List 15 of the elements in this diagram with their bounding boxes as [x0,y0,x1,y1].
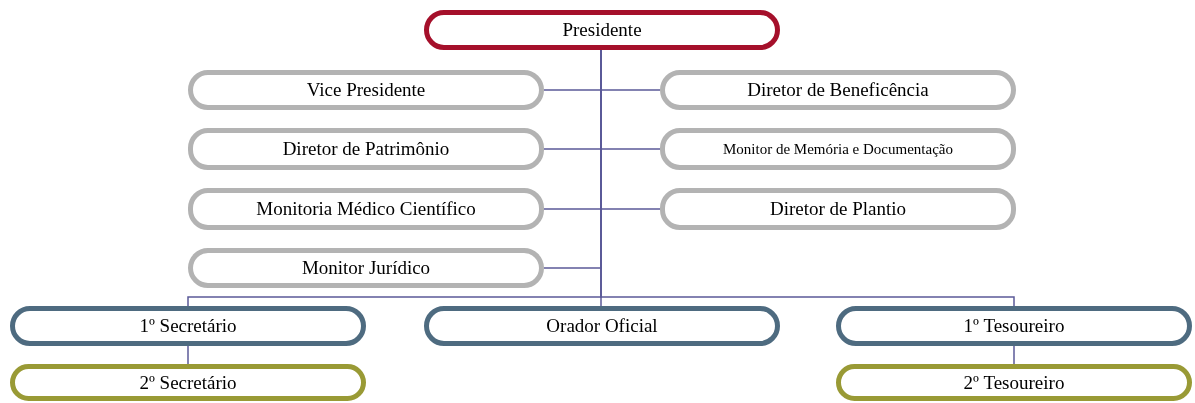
position-box: Monitor de Memória e Documentação [660,128,1016,170]
position-box: Diretor de Beneficência [660,70,1016,110]
position-box: 2º Secretário [10,364,366,401]
position-box: Orador Oficial [424,306,780,346]
position-box: Diretor de Patrimônio [188,128,544,170]
connector-line [187,345,189,365]
connector-line [1013,345,1015,365]
position-box: Monitoria Médico Científico [188,188,544,230]
position-box: Monitor Jurídico [188,248,544,288]
position-box: 1º Secretário [10,306,366,346]
position-box: Presidente [424,10,780,50]
position-box: 2º Tesoureiro [836,364,1192,401]
position-box: Diretor de Plantio [660,188,1016,230]
position-box: 1º Tesoureiro [836,306,1192,346]
position-box: Vice Presidente [188,70,544,110]
